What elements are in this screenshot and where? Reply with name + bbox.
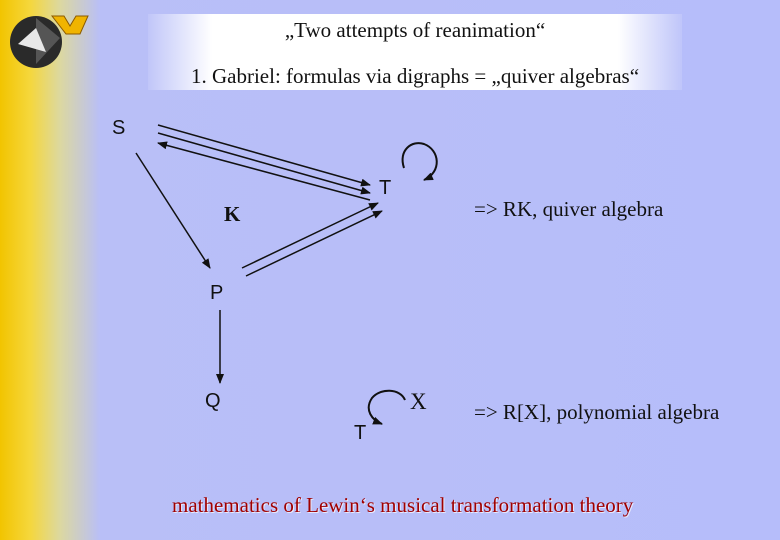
arrow-s-to-t-1 [157,124,371,187]
node-q: Q [205,390,221,412]
node-p: P [210,282,224,304]
node-k: K [224,202,241,226]
arrow-s-to-p [135,152,211,269]
title-box: „Two attempts of reanimation“ 1. Gabriel… [148,14,682,90]
arrow-t-to-s [157,141,371,201]
result-quiver-algebra: => RK, quiver algebra [474,197,664,221]
arrow-s-to-t-2 [157,132,371,195]
slide-title: „Two attempts of reanimation“ [284,18,546,42]
node-t: T [379,177,392,199]
slide-subtitle: 1. Gabriel: formulas via digraphs = „qui… [190,64,640,88]
loop-t [401,142,438,181]
arrow-p-to-t-2 [245,210,383,277]
arrow-p-to-t-1 [241,202,379,269]
node-t-2: T [354,422,367,444]
loop-x [367,389,406,425]
node-x: X [410,389,427,414]
result-polynomial-algebra: => R[X], polynomial algebra [474,400,720,424]
node-s: S [112,117,126,139]
logo-icon [10,15,89,68]
footer-caption: mathematics of Lewin‘s musical transform… [172,493,634,517]
